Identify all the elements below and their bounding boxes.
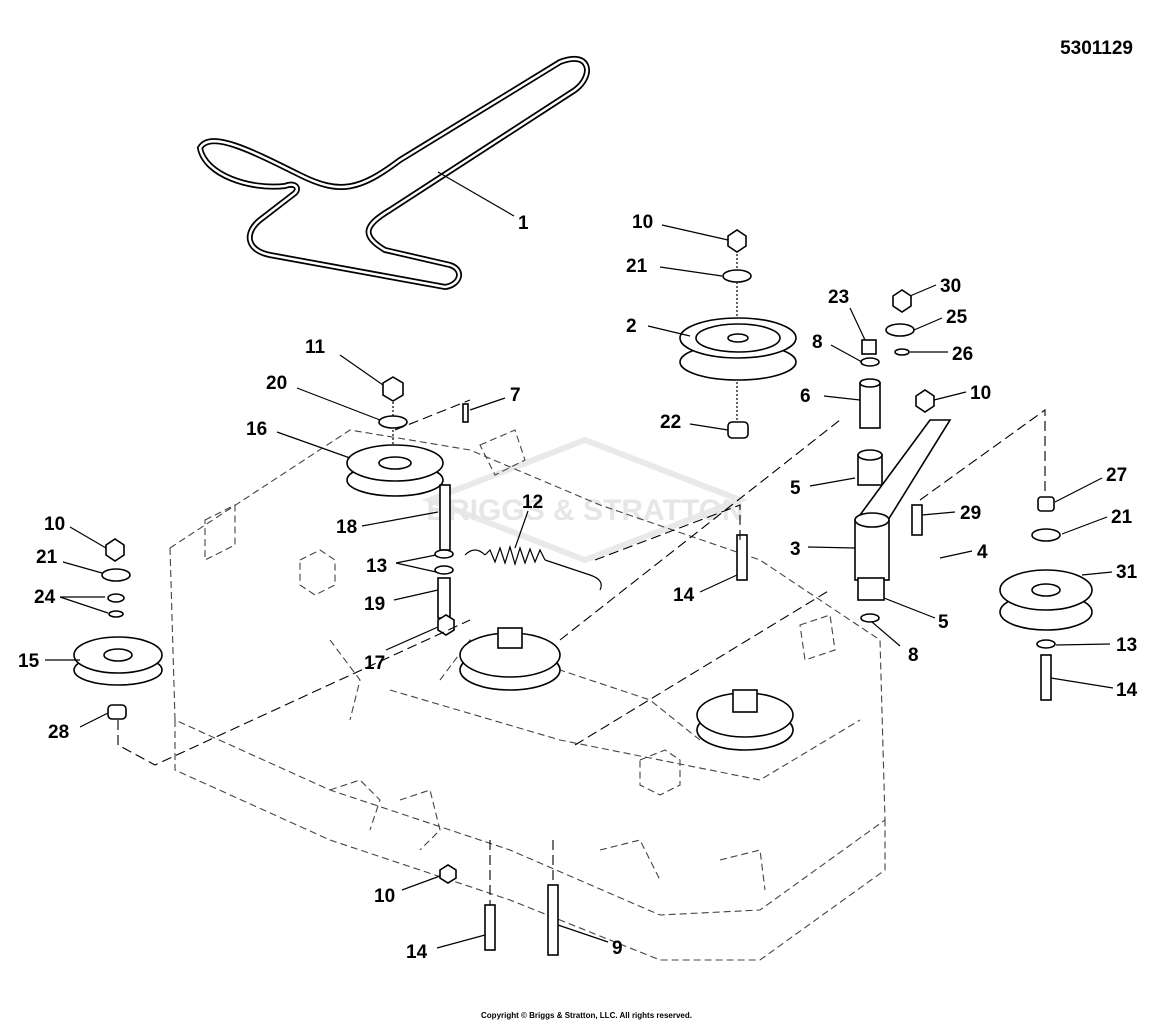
callout-label: 26 bbox=[952, 344, 973, 365]
callout-label: 10 bbox=[44, 514, 65, 535]
callout-label: 25 bbox=[946, 307, 968, 328]
callout-label: 21 bbox=[626, 256, 648, 277]
callout-label: 21 bbox=[1111, 507, 1133, 528]
assembly-lines bbox=[117, 399, 1046, 905]
callout-label: 3 bbox=[790, 539, 801, 560]
callout-label: 10 bbox=[374, 886, 395, 907]
callout-label: 1 bbox=[518, 213, 529, 234]
callout-label: 18 bbox=[336, 517, 357, 538]
part-callouts: 1 10 21 2 22 23 30 25 8 26 6 10 11 20 7 … bbox=[18, 171, 1138, 963]
watermark-label: BRIGGS & STRATTON bbox=[426, 494, 743, 527]
drive-belt bbox=[196, 55, 590, 291]
callout-label: 30 bbox=[940, 276, 961, 297]
idler-arm-assembly bbox=[854, 289, 952, 623]
callout-label: 13 bbox=[1116, 635, 1137, 656]
callout-label: 15 bbox=[18, 651, 40, 672]
callout-label: 22 bbox=[660, 412, 681, 433]
idler-pulley-left bbox=[346, 376, 469, 497]
callout-label: 21 bbox=[36, 547, 58, 568]
callout-label: 5 bbox=[790, 478, 801, 499]
callout-label: 27 bbox=[1106, 465, 1127, 486]
callout-label: 24 bbox=[34, 587, 56, 608]
callout-label: 13 bbox=[366, 556, 387, 577]
copyright-notice: Copyright © Briggs & Stratton, LLC. All … bbox=[481, 1011, 692, 1020]
callout-label: 20 bbox=[266, 373, 287, 394]
callout-label: 4 bbox=[977, 542, 988, 563]
callout-label: 28 bbox=[48, 722, 69, 743]
callout-label: 23 bbox=[828, 287, 849, 308]
fasteners bbox=[434, 484, 748, 956]
callout-label: 5 bbox=[938, 612, 949, 633]
idler-pulley-top bbox=[679, 229, 797, 439]
callout-label: 6 bbox=[800, 386, 811, 407]
brand-watermark: BRIGGS & STRATTON bbox=[421, 436, 749, 564]
callout-label: 10 bbox=[632, 212, 653, 233]
callout-label: 9 bbox=[612, 938, 623, 959]
callout-label: 31 bbox=[1116, 562, 1138, 583]
callout-label: 14 bbox=[673, 585, 695, 606]
idler-pulley-right bbox=[999, 496, 1093, 701]
callout-label: 10 bbox=[970, 383, 991, 404]
callout-label: 2 bbox=[626, 316, 637, 337]
document-number: 5301129 bbox=[1060, 38, 1133, 59]
callout-label: 11 bbox=[305, 337, 326, 358]
callout-label: 12 bbox=[522, 492, 543, 513]
callout-label: 8 bbox=[908, 645, 919, 666]
callout-label: 7 bbox=[510, 385, 521, 406]
mower-deck bbox=[169, 429, 886, 961]
tension-spring bbox=[464, 544, 602, 591]
idler-pulley-far-left bbox=[73, 538, 163, 720]
callout-label: 14 bbox=[406, 942, 428, 963]
callout-label: 29 bbox=[960, 503, 981, 524]
callout-label: 14 bbox=[1116, 680, 1138, 701]
callout-label: 17 bbox=[364, 653, 385, 674]
callout-label: 8 bbox=[812, 332, 823, 353]
deck-pulleys bbox=[459, 627, 794, 751]
callout-label: 19 bbox=[364, 594, 385, 615]
callout-label: 16 bbox=[246, 419, 267, 440]
